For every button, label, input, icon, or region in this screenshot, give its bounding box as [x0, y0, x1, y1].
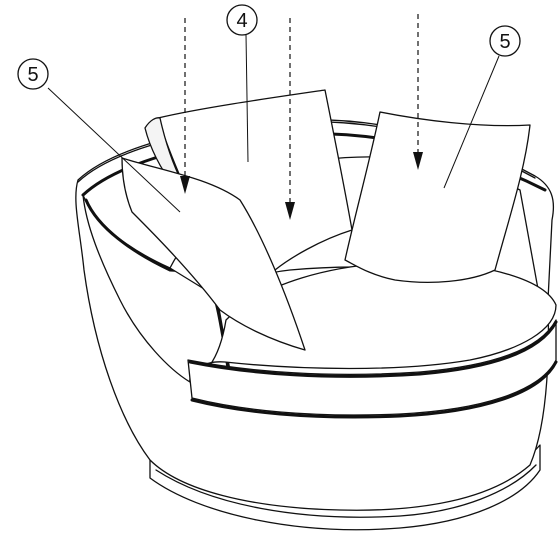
arrow-head-3 [413, 152, 423, 170]
pillow-center-backrest [144, 117, 187, 191]
left-arm-piping [84, 198, 230, 370]
leader-right [443, 55, 500, 189]
arrow-head-1 [180, 176, 190, 194]
callout-center-label: 4 [236, 10, 247, 32]
arrow-head-2 [285, 202, 295, 220]
callout-right-label: 5 [499, 31, 510, 53]
seat-front-piping-top [188, 320, 558, 378]
base-ring-line [155, 464, 537, 518]
callout-right-circle [489, 25, 521, 57]
callout-center-circle [226, 4, 258, 36]
callout-left-label: 5 [27, 64, 38, 86]
leader-left [47, 87, 181, 213]
leader-center [245, 33, 249, 163]
seat-front-piping-bottom [190, 360, 558, 419]
seat-front-band [187, 319, 557, 416]
pillow-right [344, 111, 531, 283]
callout-left-circle [17, 58, 49, 90]
pillow-left [121, 157, 306, 351]
